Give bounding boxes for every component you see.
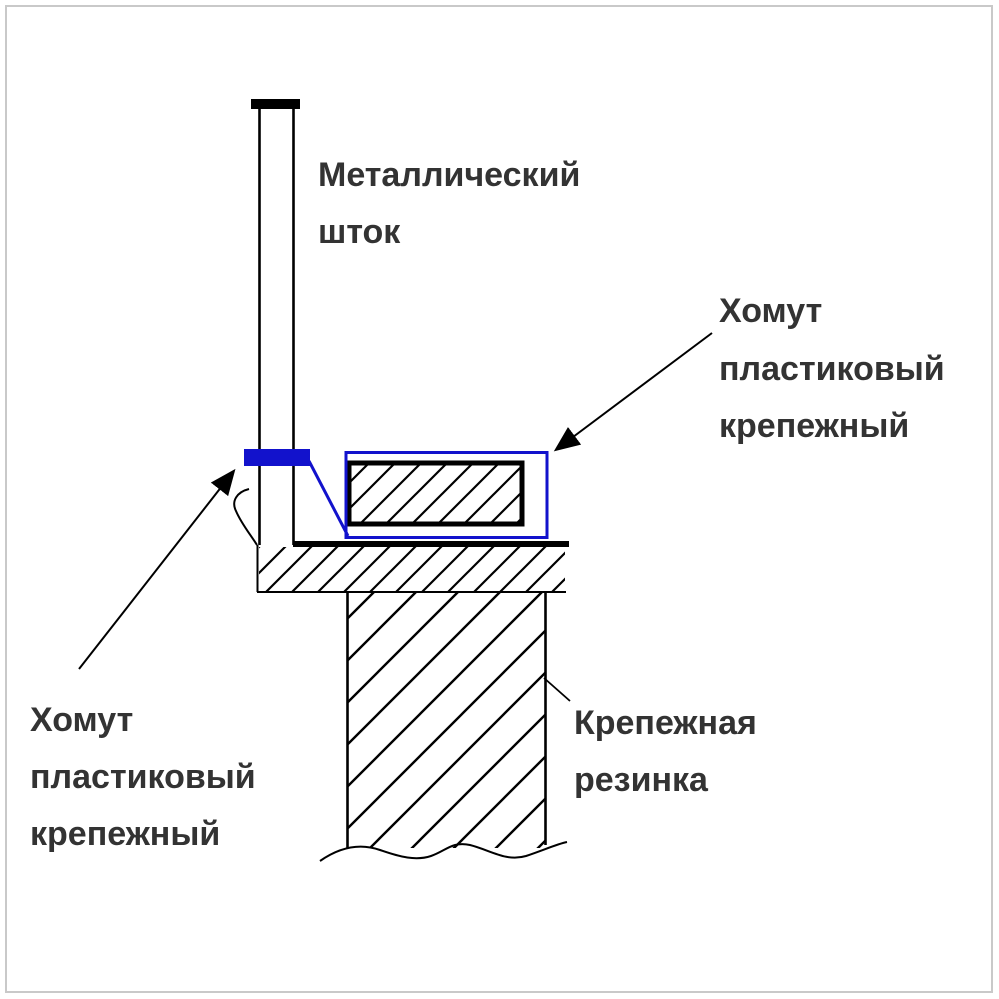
rubber-block-break-line xyxy=(319,841,568,862)
clamp-left-label-line1: Хомут xyxy=(30,701,133,739)
rubber-leader-line xyxy=(543,677,571,702)
clamp-outline-blue xyxy=(344,451,549,539)
mount-strip-top-edge xyxy=(293,541,569,547)
metal-rod-label-line1: Металлический xyxy=(318,156,580,194)
metal-rod-label-line2: шток xyxy=(318,213,401,251)
rubber-block-hatch xyxy=(348,592,545,848)
clamp-left-label-line2: пластиковый xyxy=(30,758,256,796)
clamp-diagonal-blue xyxy=(307,460,350,537)
rubber-label-line2: резинка xyxy=(574,761,709,799)
clamp-right-label-line1: Хомут xyxy=(719,292,822,330)
rubber-label-line1: Крепежная xyxy=(574,704,757,742)
page-border xyxy=(5,5,993,993)
mount-strip-hatch xyxy=(259,547,565,591)
clamp-right-label-line2: пластиковый xyxy=(719,350,945,388)
clamp-right-label-line3: крепежный xyxy=(719,407,909,445)
metal-rod-top-cap xyxy=(251,99,300,109)
arrow-to-clamp-right xyxy=(553,332,713,452)
clamped-plate xyxy=(346,460,525,527)
clamp-left-label-line3: крепежный xyxy=(30,815,220,853)
mount-strip-torn-edge xyxy=(233,488,258,546)
arrow-to-clamp-left xyxy=(78,468,236,670)
clamp-block-blue xyxy=(244,449,310,466)
